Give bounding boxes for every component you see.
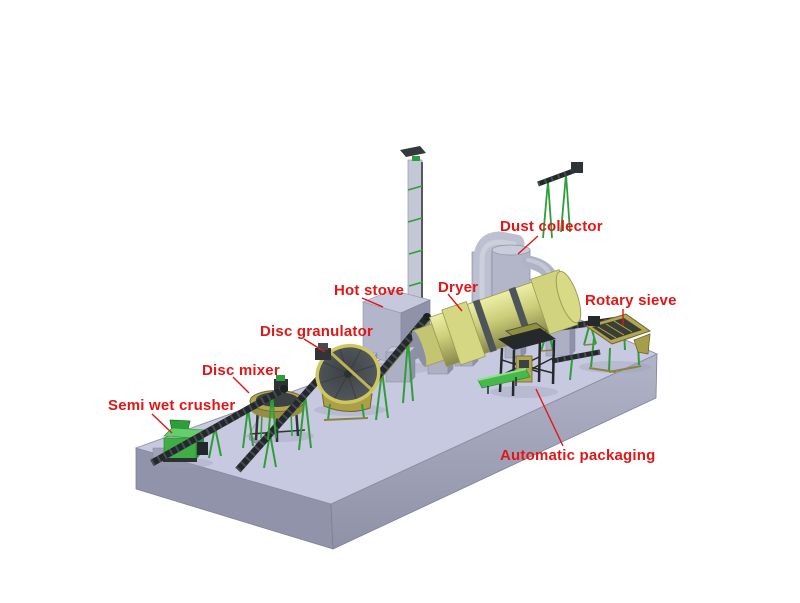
leader-dust-collector: [517, 235, 539, 255]
label-semi-wet-crusher: Semi wet crusher: [108, 397, 235, 414]
label-dust-collector: Dust collector: [500, 218, 603, 235]
label-disc-granulator: Disc granulator: [260, 323, 373, 340]
automatic-packaging-machine: [477, 322, 556, 397]
dryer-end-cap: [555, 270, 582, 324]
leader-hot-stove: [361, 297, 384, 308]
high-conveyor: [537, 162, 583, 239]
leader-disc-granulator: [303, 338, 326, 353]
leader-semi-wet-crusher: [151, 413, 173, 434]
packaging-platform: [498, 328, 556, 350]
equipment-labels: Semi wet crusher Disc mixer Disc granula…: [108, 218, 677, 464]
leader-dryer: [447, 293, 463, 312]
label-dryer: Dryer: [438, 279, 478, 296]
bucket-elevator: [400, 146, 426, 305]
elevator-head: [400, 146, 426, 157]
label-hot-stove: Hot stove: [334, 282, 404, 299]
conveyor-crusher-to-mixer: [150, 385, 288, 467]
granulator-motor: [315, 348, 331, 360]
label-disc-mixer: Disc mixer: [202, 362, 280, 379]
sieve-discharge-hopper: [633, 333, 651, 355]
label-automatic-packaging: Automatic packaging: [500, 447, 656, 464]
sieve-screen: [592, 318, 642, 340]
leader-automatic-packaging: [535, 388, 564, 447]
leader-disc-mixer: [232, 376, 250, 394]
rotary-sieve: [584, 313, 652, 373]
leader-lines: [151, 235, 624, 447]
disc-granulator: [315, 343, 381, 421]
sieve-motor: [588, 316, 600, 326]
label-rotary-sieve: Rotary sieve: [585, 292, 677, 309]
crusher-motor: [197, 442, 208, 455]
conveyor-sieve-to-packaging: [551, 349, 601, 381]
dryer-machine: [411, 269, 582, 368]
dust-collector: [471, 231, 560, 311]
